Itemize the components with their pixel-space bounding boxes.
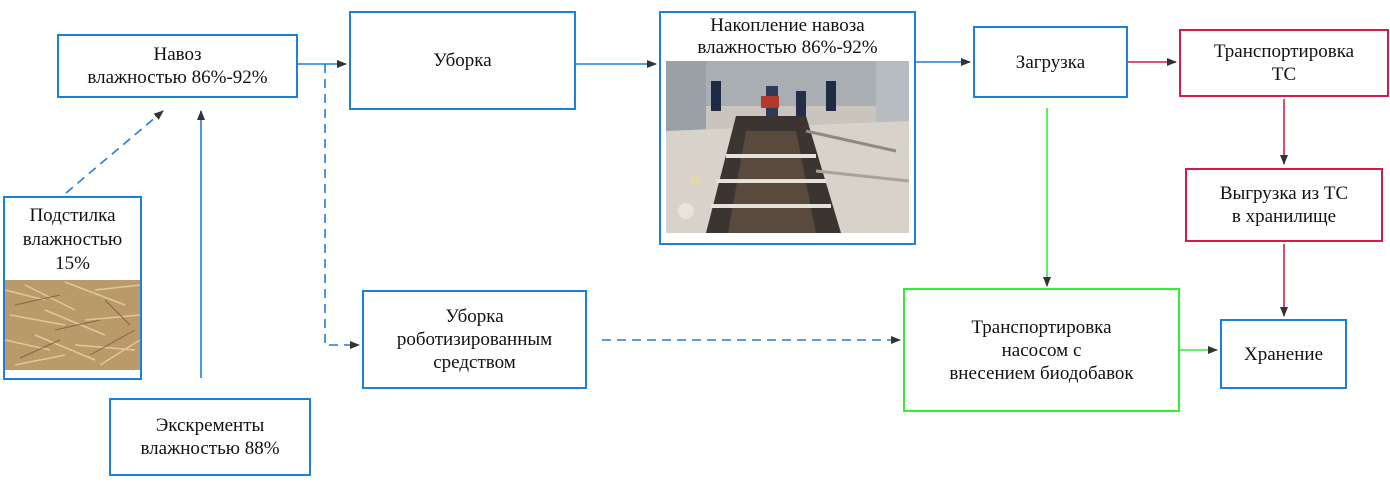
node-loading: Загрузка (973, 26, 1128, 98)
manure-channel-photo (666, 61, 909, 233)
straw-bedding-photo (5, 280, 140, 370)
node-bedding-label: Подстилка влажностью 15% (5, 204, 140, 276)
node-bedding: Подстилка влажностью 15% (3, 196, 142, 380)
node-robot-cleaning: Уборка роботизированным средством (362, 290, 587, 389)
node-transport-vehicle: Транспортировка ТС (1179, 29, 1389, 97)
node-pump-transport: Транспортировка насосом с внесением биод… (903, 288, 1180, 412)
node-accumulation-label: Накопление навоза влажностью 86%-92% (661, 13, 914, 59)
node-excrement: Экскременты влажностью 88% (109, 398, 311, 476)
arrow-bedding-to-manure (66, 111, 163, 193)
node-unloading: Выгрузка из ТС в хранилище (1185, 168, 1383, 242)
node-accumulation: Накопление навоза влажностью 86%-92% (659, 11, 916, 245)
node-manure: Навоз влажностью 86%-92% (57, 34, 298, 98)
node-cleaning: Уборка (349, 11, 576, 110)
node-storage: Хранение (1220, 319, 1347, 389)
